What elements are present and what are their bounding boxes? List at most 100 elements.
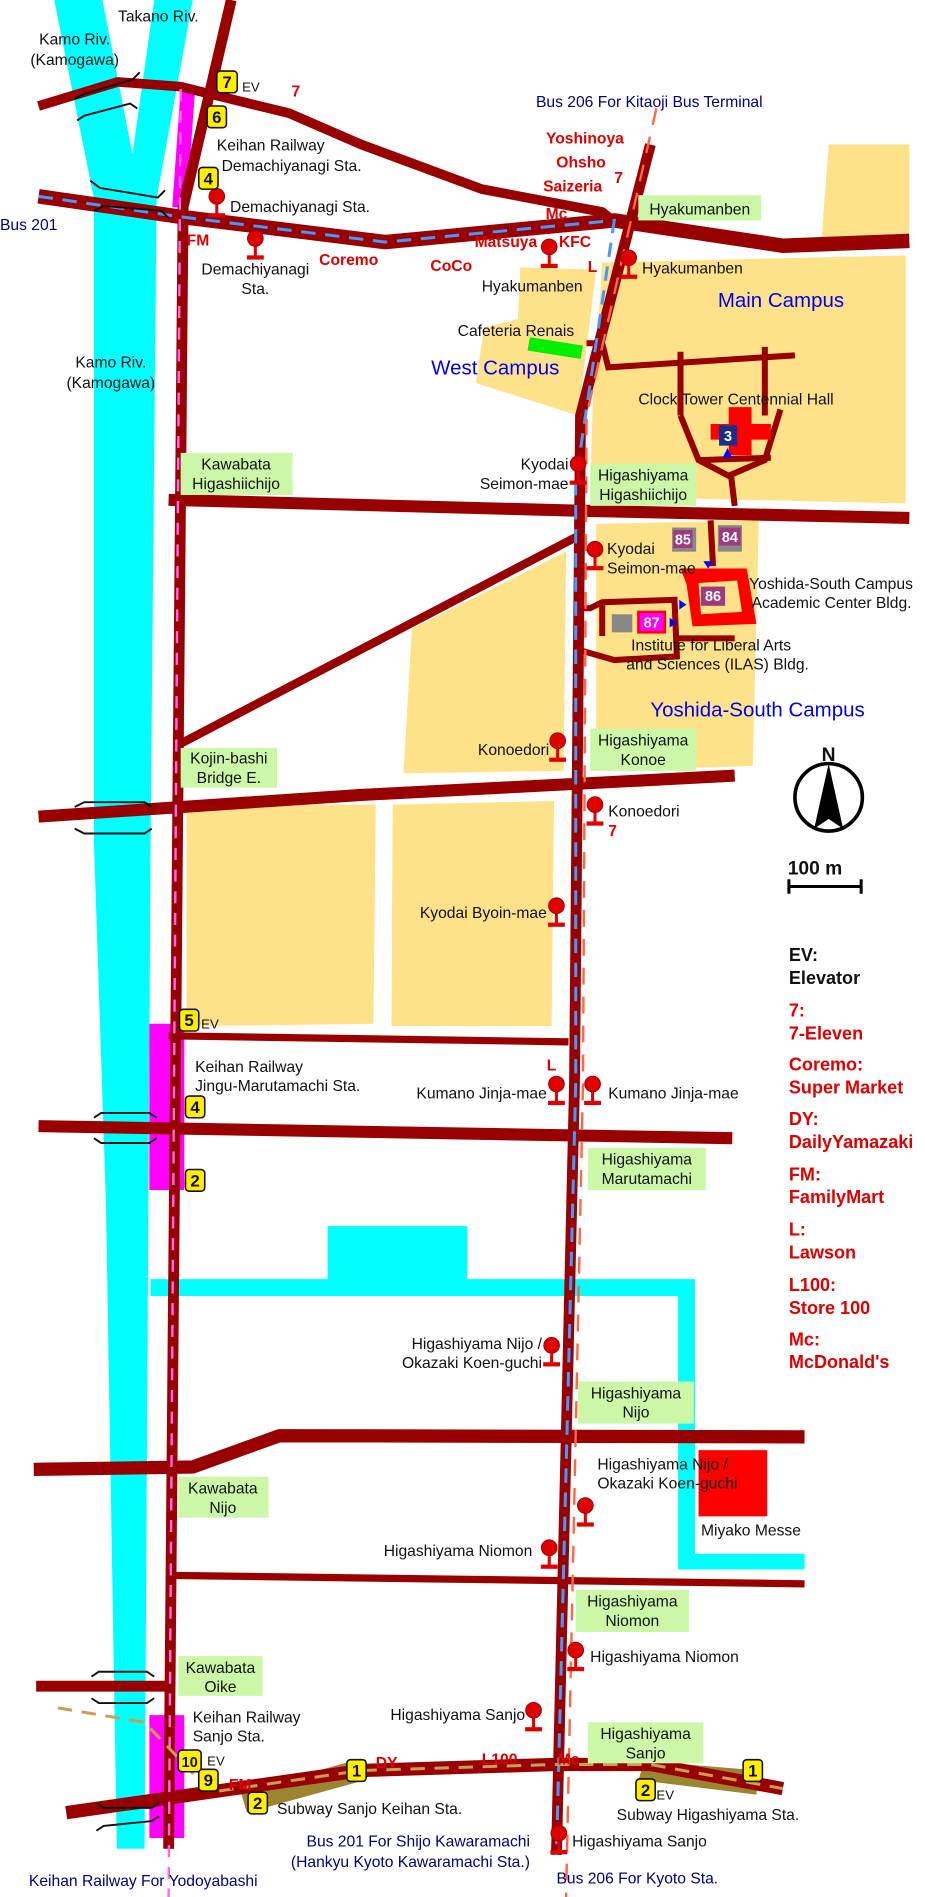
keihan-demachiyanagi-label: Keihan Railway xyxy=(217,138,325,155)
bus-stops-kumano-w-label: Kumano Jinja-mae xyxy=(416,1085,546,1102)
north-block-area xyxy=(821,144,910,241)
bus-stops-demachiyanagi-s-1-label: Demachiyanagi xyxy=(201,262,309,279)
tram-stops-kawabata-nijo-2-label: Nijo xyxy=(209,1500,236,1517)
main-campus-area xyxy=(590,255,906,504)
exit-10: 10 xyxy=(177,1749,202,1773)
tram-stops-kojinbashi-2-label: Bridge E. xyxy=(197,770,261,787)
bus-206-south-label: Bus 206 For Kyoto Sta. xyxy=(556,1871,718,1888)
exit-1: 1 xyxy=(346,1758,367,1783)
tram-stops-kawabata-oike-2-label: Oike xyxy=(204,1679,236,1696)
shops-mc-hyaku-label: Mc xyxy=(546,206,568,223)
bus-206-route xyxy=(564,108,658,1897)
bus-201-label: Bus 201 xyxy=(0,217,57,234)
legend-3-value-label: DailyYamazaki xyxy=(789,1132,913,1152)
takano-river-label: Takano Riv. xyxy=(118,9,199,26)
clock-tower-building xyxy=(710,407,771,456)
exit-2: 2 xyxy=(247,1791,269,1815)
exit-6: 6 xyxy=(206,105,228,129)
shops-yoshinoya-label: Yoshinoya xyxy=(546,130,624,147)
cafeteria-building xyxy=(527,337,583,359)
hospital-area-west xyxy=(186,804,376,1027)
legend-1-key-label: 7: xyxy=(789,1001,805,1021)
rivers-kamo-top-2-label: (Kamogawa) xyxy=(30,52,119,69)
bus-stops-demachiyanagi-s-2-label: Sta. xyxy=(241,281,269,298)
scale-label-label: 100 m xyxy=(788,858,843,879)
building-85: 85 xyxy=(672,527,697,552)
tram-stops-hyakumanben-label: Hyakumanben xyxy=(649,201,750,218)
tram-stops-higashiyama-niomon-2-label: Niomon xyxy=(605,1613,659,1630)
legend-6-value-label: Store 100 xyxy=(789,1298,870,1318)
legend-3-key-label: DY: xyxy=(789,1109,819,1129)
tram-stops-higashiyama-marutamachi-2-label: Marutamachi xyxy=(602,1171,692,1188)
exit-1: 1 xyxy=(742,1758,764,1783)
bus-stop-pin-icon xyxy=(245,229,266,262)
legend-0-key-label: EV: xyxy=(789,945,818,965)
exits-e1a-label: 1 xyxy=(352,1762,361,1781)
yoshida-south-campus-label: Yoshida-South Campus xyxy=(650,699,864,722)
legend: EV: Elevator 7:7-Eleven Coremo: Super Mark… xyxy=(789,945,913,1372)
exits-e2c-label: 2 xyxy=(641,1781,650,1800)
north-arrow-icon xyxy=(814,763,844,829)
buildings-academic-2-label: Academic Center Bldg. xyxy=(752,595,912,612)
bus-routes-bus201-south-2-label: (Hankyu Kyoto Kawaramachi Sta.) xyxy=(291,1854,530,1871)
shops-fm-sanjo-label: FM xyxy=(229,1777,252,1794)
subway-sanjo-keihan-label: Subway Sanjo Keihan Sta. xyxy=(277,1801,462,1818)
legend-0-value-label: Elevator xyxy=(789,968,860,988)
west-campus-label: West Campus xyxy=(431,357,559,380)
bus-stops-hyakumanben-e-label: Hyakumanben xyxy=(642,260,743,277)
subway-higashiyama-label: Subway Higashiyama Sta. xyxy=(617,1807,800,1824)
legend-1-value-label: 7-Eleven xyxy=(789,1023,863,1043)
tram-stops-kawabata-nijo-1-label: Kawabata xyxy=(188,1481,258,1498)
elevator-label: EV xyxy=(207,1754,225,1769)
buildings-ilas-2-label: and Sciences (ILAS) Bldg. xyxy=(626,657,809,674)
bus-201-route xyxy=(38,194,617,1855)
keihan-jingu-label: Keihan Railway xyxy=(195,1059,303,1076)
buildings-n85-label: 85 xyxy=(675,532,691,548)
keihan-sanjo-label: Keihan Railway xyxy=(193,1709,301,1726)
bus-stop-pin-icon xyxy=(539,237,560,270)
tram-stops-kawabata-oike-1-label: Kawabata xyxy=(186,1660,256,1677)
shops-lawson-hyaku-label: L xyxy=(588,259,598,276)
elevator-label: EV xyxy=(201,1017,219,1032)
exits-e9-label: 9 xyxy=(204,1771,213,1790)
legend-4-key-label: FM: xyxy=(789,1164,821,1184)
exits-e7-label: 7 xyxy=(222,73,231,92)
bus-stop-pin-icon xyxy=(541,1336,562,1368)
exit-7: 7 xyxy=(216,70,239,94)
bus-stop-pin-icon xyxy=(582,1074,603,1107)
elevator-label: EV xyxy=(242,80,260,95)
exits-e5-label: 5 xyxy=(184,1011,193,1030)
buildings-miyako-messe-label: Miyako Messe xyxy=(701,1523,801,1540)
legend-5-key-label: L: xyxy=(789,1220,806,1240)
tram-stops-higashiyama-niomon-1-label: Higashiyama xyxy=(587,1594,678,1611)
legend-2-key-label: Coremo: xyxy=(789,1055,863,1075)
bus-stop-pin-icon xyxy=(575,1496,596,1529)
buildings-n87-label: 87 xyxy=(644,616,660,632)
stations-sanjo-2-label: Sanjo Sta. xyxy=(193,1729,265,1746)
exit-4: 4 xyxy=(184,1095,206,1119)
bus-stops-konoedori-w-label: Konoedori xyxy=(478,742,549,759)
legend-7-value-label: McDonald's xyxy=(789,1352,890,1372)
bus-stops-seimon-w-2-label: Seimon-mae xyxy=(480,476,569,493)
legend-4-value-label: FamilyMart xyxy=(789,1187,884,1207)
rivers-kamo-mid-2-label: (Kamogawa) xyxy=(66,375,155,392)
bus-stops-kumano-e-label: Kumano Jinja-mae xyxy=(608,1085,738,1102)
gray-building xyxy=(611,614,633,633)
buildings-clock-tower-label: Clock Tower Centennial Hall xyxy=(638,392,833,409)
legend-6-key-label: L100: xyxy=(789,1275,836,1295)
shops-ohsho-label: Ohsho xyxy=(556,154,606,171)
stop-hyakumanben: Hyakumanben xyxy=(638,195,762,221)
bus-stops-niomon-w-label: Higashiyama Niomon xyxy=(384,1543,533,1560)
legend-2-value-label: Super Market xyxy=(789,1078,903,1098)
scale-bar: 100 m xyxy=(787,858,863,894)
shops-l100-label: L100 xyxy=(482,1751,518,1768)
shops-seven-hyaku-label: 7 xyxy=(614,170,623,187)
canal xyxy=(150,1226,805,1570)
bus-stops-konoedori-e-label: Konoedori xyxy=(608,804,679,821)
shops-dy-label: DY xyxy=(376,1755,398,1772)
